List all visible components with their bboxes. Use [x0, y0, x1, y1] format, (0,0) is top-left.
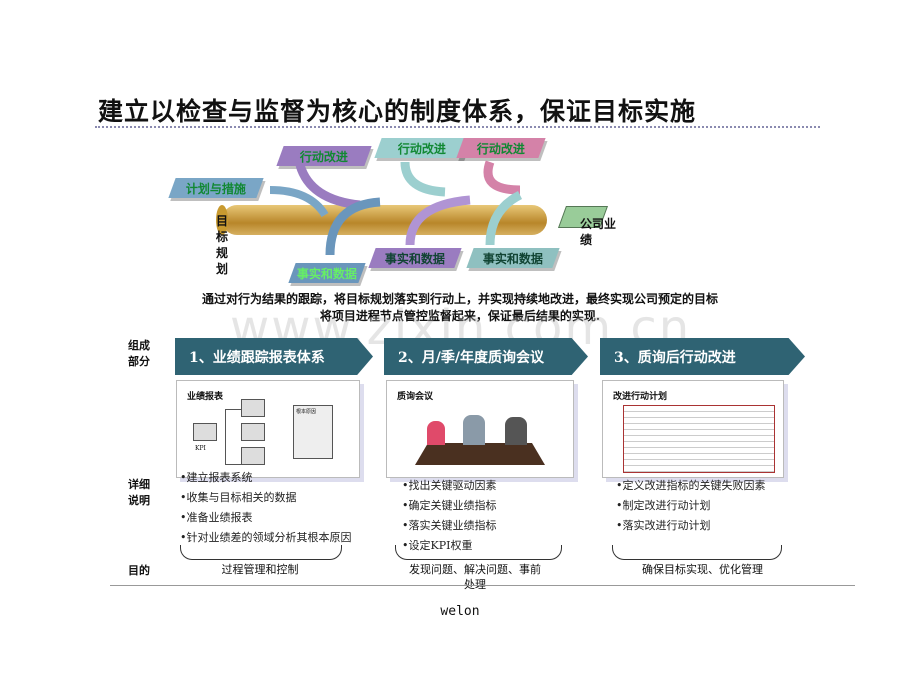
caption-line: 将项目进程节点管控监督起来，保证最后结果的实现.	[319, 309, 601, 323]
header-improvement: 3、质询后行动改进	[600, 338, 805, 375]
meeting-box: 质询会议	[386, 380, 574, 478]
report-icon	[241, 399, 265, 417]
detail-item: •落实关键业绩指标	[402, 519, 497, 532]
result-label: 公司业绩	[580, 217, 617, 247]
root-cause-doc: 根本原因	[293, 405, 333, 459]
title-divider	[95, 126, 820, 128]
label-components: 组成部分	[128, 339, 150, 368]
bar-end	[216, 205, 228, 235]
detail-item: •确定关键业绩指标	[402, 499, 497, 512]
detail-item: •制定改进行动计划	[616, 499, 711, 512]
goal-label: 目标规划	[216, 214, 229, 276]
report-box: 业绩报表 KPI 根本原因	[176, 380, 360, 478]
bottom-divider	[110, 585, 855, 586]
kpi-label: KPI	[195, 445, 206, 452]
detail-item: •定义改进指标的关键失败因素	[616, 479, 766, 492]
brace	[180, 545, 342, 560]
box-title: 业绩报表	[187, 392, 224, 402]
plan-form-icon	[623, 405, 775, 473]
person-icon	[505, 417, 527, 445]
detail-item: •针对业绩差的领域分析其根本原因	[180, 531, 352, 544]
purpose-text: 确保目标实现、优化管理	[642, 563, 763, 576]
report-icon	[241, 447, 265, 465]
header-reporting: 1、业绩跟踪报表体系	[175, 338, 373, 375]
header-meeting: 2、月/季/年度质询会议	[384, 338, 588, 375]
brace	[395, 545, 562, 560]
detail-item: •找出关键驱动因素	[402, 479, 497, 492]
purpose-text: 过程管理和控制	[221, 563, 299, 576]
details-list: •定义改进指标的关键失败因素 •制定改进行动计划 •落实改进行动计划	[616, 476, 766, 536]
detail-item: •建立报表系统	[180, 471, 253, 484]
detail-item: •落实改进行动计划	[616, 519, 711, 532]
details-list: •找出关键驱动因素 •确定关键业绩指标 •落实关键业绩指标 •设定KPI权重	[402, 476, 497, 556]
tree-lines	[225, 409, 242, 465]
caption-line: 通过对行为结果的跟踪，将目标规划落实到行动上，并实现持续地改进，最终实现公司预定…	[201, 292, 718, 306]
cycle-arrows-icon	[269, 160, 523, 256]
person-icon	[463, 415, 485, 445]
meeting-table-icon	[415, 443, 545, 465]
details-list: •建立报表系统 •收集与目标相关的数据 •准备业绩报表 •针对业绩差的领域分析其…	[180, 468, 352, 548]
label-details: 详细说明	[128, 478, 150, 507]
page-title: 建立以检查与监督为核心的制度体系，保证目标实施	[98, 97, 697, 126]
detail-item: •设定KPI权重	[402, 539, 473, 552]
box-title: 质询会议	[397, 392, 434, 402]
detail-item: •准备业绩报表	[180, 511, 253, 524]
label-purpose: 目的	[128, 564, 150, 577]
purpose-text: 发现问题、解决问题、事前处理	[409, 563, 541, 591]
action-slab: 行动改进	[374, 138, 470, 158]
detail-item: •收集与目标相关的数据	[180, 491, 297, 504]
fact-slab: 事实和数据	[288, 263, 366, 283]
brace	[612, 545, 782, 560]
action-plan-box: 改进行动计划	[602, 380, 784, 478]
action-slab: 行动改进	[456, 138, 546, 158]
box-title: 改进行动计划	[613, 392, 668, 402]
kpi-icon	[193, 423, 217, 441]
footer-text: welon	[440, 604, 480, 619]
person-icon	[427, 421, 445, 445]
report-icon	[241, 423, 265, 441]
